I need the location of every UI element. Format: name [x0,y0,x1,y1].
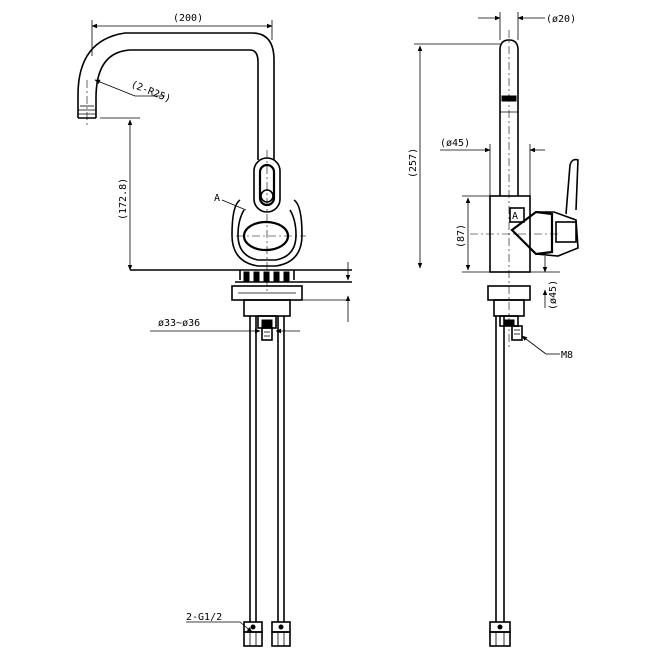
side-handle [510,158,579,257]
total-height-label: (257) [408,148,419,178]
stud-label: M8 [561,350,573,361]
spout-height-dimension: (172.8) [100,117,140,271]
stud-callout: M8 [521,335,573,361]
total-height-dimension: (257) [408,43,500,269]
mixer-body: A [214,150,306,292]
base-diameter-dimension: (ø45) [530,256,560,310]
handle-marker-side: A [512,211,518,222]
front-view: (200) (2-R25) (172.8) [77,13,352,647]
radius-callout: (2-R25) [94,79,172,105]
supply-hoses [243,316,291,647]
spout [77,32,275,160]
body-diameter-dimension: (ø45) [440,138,545,196]
radius-label: (2-R25) [129,79,172,105]
body-height-dimension: (87) [456,195,490,273]
hole-label: ø33~ø36 [158,318,200,329]
side-mounting [487,285,531,341]
countertop [130,269,352,283]
hole-dimension: ø33~ø36 [150,318,300,334]
side-body: A [470,140,560,273]
body-diameter-label: (ø45) [440,138,470,149]
spout-height-label: (172.8) [118,178,129,220]
connection-callout: 2-G1/2 [186,612,253,633]
counter-thickness-marker [300,262,351,322]
connection-label: 2-G1/2 [186,612,222,623]
width-label: (200) [173,13,203,24]
handle-marker-front: A [214,193,220,204]
side-view: (ø20) (257) (ø45) [408,12,579,647]
side-spout-column [499,30,519,350]
body-height-label: (87) [456,224,467,248]
mounting-assembly [231,285,303,341]
side-supply-hose [489,316,511,647]
base-diameter-label: (ø45) [548,280,559,310]
spout-diameter-label: (ø20) [546,14,576,25]
spout-diameter-dimension: (ø20) [478,12,576,40]
